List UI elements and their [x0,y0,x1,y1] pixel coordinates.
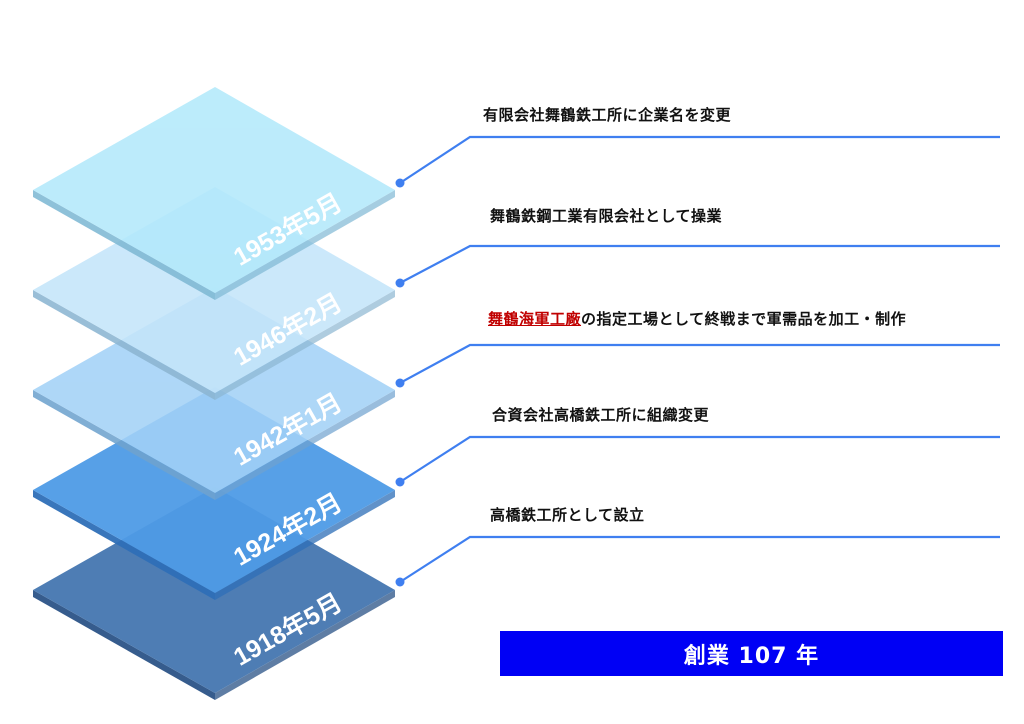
connector-dot [395,378,405,388]
event-label-1924: 合資会社高橋鉄工所に組織変更 [492,406,710,424]
founding-years-badge: 創業 107 年 [500,631,1003,676]
layer-side-right [215,590,395,700]
layer-side-left [33,290,215,400]
connector-line [399,435,1000,483]
connector-line [399,244,1000,284]
connector-line [399,535,1000,583]
connector-dot [395,178,405,188]
event-label-1942: 舞鶴海軍工廠の指定工場として終戦まで軍需品を加工・制作 [488,308,906,329]
layer-side-right [215,490,395,600]
event-label-1918: 高橋鉄工所として設立 [490,506,645,524]
event-label-1953: 有限会社舞鶴鉄工所に企業名を変更 [483,106,732,124]
event-highlight-navy-arsenal: 舞鶴海軍工廠 [488,310,582,328]
layer-top [33,87,395,293]
connector-dot [395,278,405,288]
event-label-1946: 舞鶴鉄鋼工業有限会社として操業 [490,207,723,225]
connector-dot [395,477,405,487]
layer-side-left [33,590,215,700]
layer-side-right [215,290,395,400]
connector-line [399,343,1000,384]
connector-dot [395,577,405,587]
layer-side-right [215,390,395,500]
layer-0 [33,87,395,300]
layer-side-left [33,390,215,500]
connector-line [399,135,1000,184]
event-text: の指定工場として終戦まで軍需品を加工・制作 [581,310,907,328]
layer-side-right [215,190,395,300]
layer-side-left [33,190,215,300]
layer-side-left [33,490,215,600]
